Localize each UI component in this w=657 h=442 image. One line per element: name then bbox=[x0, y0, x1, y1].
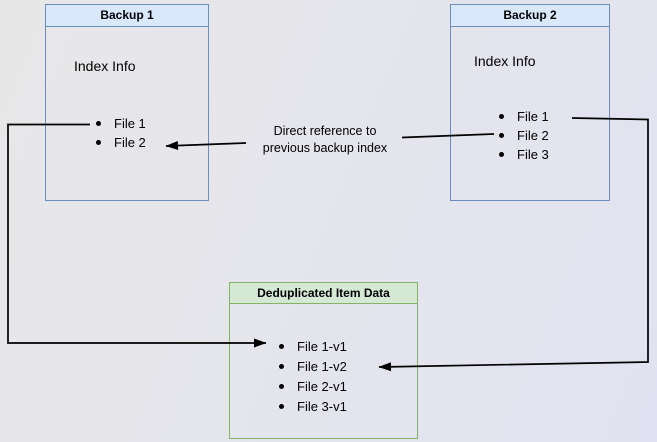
bullet-icon bbox=[96, 121, 101, 126]
bullet-icon bbox=[499, 152, 504, 157]
list-item: File 3 bbox=[499, 145, 549, 164]
dedup-body: File 1-v1 File 1-v2 File 2-v1 File 3-v1 bbox=[230, 304, 417, 438]
backup1-body: Index Info File 1 File 2 bbox=[46, 27, 208, 200]
dedup-node: Deduplicated Item Data File 1-v1 File 1-… bbox=[229, 282, 418, 439]
backup2-title: Backup 2 bbox=[451, 5, 609, 27]
backup2-file-list: File 1 File 2 File 3 bbox=[499, 107, 549, 164]
file-label: File 1-v2 bbox=[297, 358, 347, 374]
backup1-title: Backup 1 bbox=[46, 5, 208, 27]
list-item: File 1-v2 bbox=[279, 356, 347, 376]
dedup-title: Deduplicated Item Data bbox=[230, 283, 417, 304]
file-label: File 1-v1 bbox=[297, 338, 347, 354]
bullet-icon bbox=[499, 133, 504, 138]
backup2-body: Index Info File 1 File 2 File 3 bbox=[451, 27, 609, 200]
list-item: File 3-v1 bbox=[279, 396, 347, 416]
bullet-icon bbox=[499, 114, 504, 119]
file-label: File 2 bbox=[517, 128, 549, 143]
bullet-icon bbox=[279, 363, 284, 369]
file-label: File 1 bbox=[517, 109, 549, 124]
list-item: File 1-v1 bbox=[279, 336, 347, 356]
list-item: File 1 bbox=[499, 107, 549, 126]
direct-reference-annotation: Direct reference to previous backup inde… bbox=[240, 123, 410, 157]
backup1-section-label: Index Info bbox=[74, 58, 136, 74]
backup1-node: Backup 1 Index Info File 1 File 2 bbox=[45, 4, 209, 201]
backup2-node: Backup 2 Index Info File 1 File 2 File 3 bbox=[450, 4, 610, 201]
dedup-file-list: File 1-v1 File 1-v2 File 2-v1 File 3-v1 bbox=[279, 336, 347, 416]
file-label: File 3-v1 bbox=[297, 398, 347, 414]
backup2-section-label: Index Info bbox=[474, 53, 536, 69]
file-label: File 1 bbox=[114, 116, 146, 131]
list-item: File 2-v1 bbox=[279, 376, 347, 396]
file-label: File 3 bbox=[517, 147, 549, 162]
bullet-icon bbox=[279, 403, 284, 409]
list-item: File 2 bbox=[96, 133, 146, 152]
file-label: File 2 bbox=[114, 135, 146, 150]
annotation-line-1: Direct reference to bbox=[273, 124, 377, 138]
file-label: File 2-v1 bbox=[297, 378, 347, 394]
backup1-file-list: File 1 File 2 bbox=[96, 114, 146, 152]
list-item: File 2 bbox=[499, 126, 549, 145]
bullet-icon bbox=[96, 140, 101, 145]
bullet-icon bbox=[279, 343, 284, 349]
list-item: File 1 bbox=[96, 114, 146, 133]
annotation-line-2: previous backup index bbox=[262, 141, 388, 155]
bullet-icon bbox=[279, 383, 284, 389]
